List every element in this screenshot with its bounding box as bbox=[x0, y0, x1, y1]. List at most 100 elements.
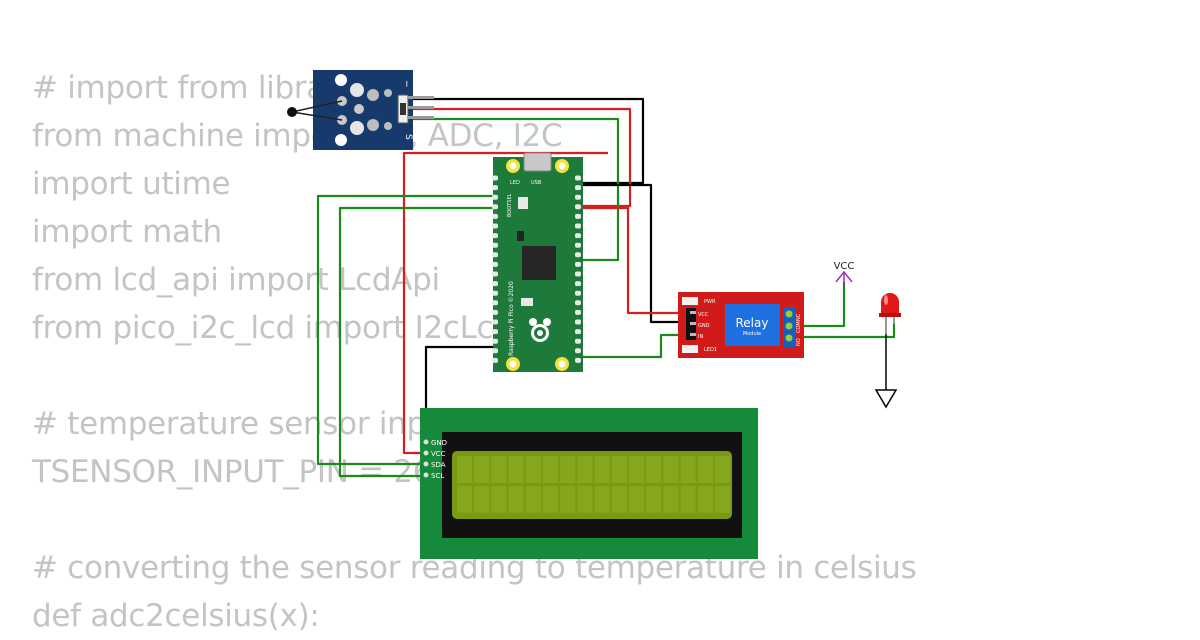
relay-contact-com: COM bbox=[796, 321, 802, 333]
ground-symbol-icon[interactable] bbox=[874, 389, 898, 409]
lcd-character-cell bbox=[697, 486, 713, 513]
red-led[interactable] bbox=[879, 293, 901, 334]
lcd-pin-scl-label: SCL bbox=[431, 472, 444, 480]
lcd-character-cell bbox=[543, 456, 558, 483]
pico-pin bbox=[575, 329, 581, 335]
lcd-character-cell bbox=[525, 456, 541, 483]
pico-pin bbox=[575, 300, 581, 306]
pico-pin bbox=[575, 204, 581, 210]
relay-body bbox=[725, 304, 780, 346]
lcd-character-cell bbox=[646, 456, 662, 483]
wire-relay-in[interactable] bbox=[578, 333, 690, 359]
code-line: from lcd_api import LcdApi bbox=[32, 262, 440, 298]
pico-pin bbox=[492, 261, 498, 267]
lcd-character-cell bbox=[646, 486, 662, 513]
wire-relay-led[interactable] bbox=[796, 322, 896, 339]
relay-contact-no: NO bbox=[796, 338, 802, 346]
pico-pin bbox=[575, 252, 581, 258]
pico-pin bbox=[492, 242, 498, 248]
relay-contact-nc: NC bbox=[796, 313, 802, 321]
lcd-character-cell bbox=[663, 456, 679, 483]
lcd-character-cell bbox=[715, 456, 730, 483]
pico-pin bbox=[492, 185, 498, 191]
pico-pin bbox=[492, 338, 498, 344]
wire-lcd-sda[interactable] bbox=[316, 194, 500, 466]
lcd-display[interactable]: GND VCC SDA SCL bbox=[420, 408, 758, 559]
raspberry-pi-pico[interactable]: LED USB BOOTSEL Raspberry Pi Pico ©2020 bbox=[492, 152, 583, 372]
pico-bootsel-label: BOOTSEL bbox=[507, 193, 513, 217]
lcd-character-cell bbox=[491, 486, 507, 513]
lcd-character-cell bbox=[508, 486, 524, 513]
lcd-character-cell bbox=[577, 486, 593, 513]
pico-pin bbox=[492, 252, 498, 258]
pico-pin bbox=[492, 271, 498, 277]
wire-sensor-signal[interactable] bbox=[408, 117, 620, 262]
wire-relay-vcc[interactable] bbox=[578, 206, 690, 315]
pico-pin bbox=[575, 242, 581, 248]
relay-led-label: LED1 bbox=[704, 347, 717, 353]
lcd-character-cell bbox=[594, 486, 610, 513]
wire-sensor-gnd[interactable] bbox=[408, 97, 645, 185]
vcc-arrow-icon bbox=[835, 270, 853, 283]
wire-relay-vcc-out[interactable] bbox=[796, 282, 846, 328]
lcd-character-cell bbox=[457, 456, 472, 483]
wire-lcd-vcc[interactable] bbox=[402, 151, 608, 455]
lcd-character-cell bbox=[543, 486, 558, 513]
wire-sensor-vcc[interactable] bbox=[408, 107, 632, 208]
temperature-sensor[interactable]: S − bbox=[287, 70, 434, 150]
relay-pin-gnd-label: GND bbox=[698, 323, 710, 329]
code-line: TSENSOR_INPUT_PIN = 26 bbox=[32, 454, 433, 490]
lcd-character-cell bbox=[508, 456, 524, 483]
pico-pin bbox=[575, 338, 581, 344]
lcd-character-cell bbox=[474, 456, 490, 483]
relay-pin-vcc-label: VCC bbox=[698, 312, 709, 318]
raspberry-logo-icon bbox=[529, 318, 551, 342]
bootsel-button[interactable] bbox=[518, 197, 528, 209]
lcd-character-cell bbox=[629, 486, 644, 513]
lcd-character-cell bbox=[611, 486, 627, 513]
pico-pin bbox=[492, 290, 498, 296]
pico-pin bbox=[492, 309, 498, 315]
rp2040-chip bbox=[522, 246, 556, 280]
pico-pin bbox=[575, 309, 581, 315]
vcc-symbol[interactable]: VCC bbox=[834, 261, 855, 286]
lcd-character-cell bbox=[560, 456, 576, 483]
pico-pin bbox=[492, 357, 498, 363]
pico-pin bbox=[575, 348, 581, 354]
lcd-character-cell bbox=[594, 456, 610, 483]
pico-pin bbox=[575, 223, 581, 229]
relay-module[interactable]: PWR LED1 VCC GND IN Relay Module NO COM … bbox=[678, 292, 804, 358]
pico-pin bbox=[575, 233, 581, 239]
pico-pin bbox=[492, 319, 498, 325]
thermistor-icon bbox=[287, 107, 297, 117]
pico-usb-label: USB bbox=[531, 180, 542, 186]
pico-pin bbox=[492, 329, 498, 335]
relay-pin-in-label: IN bbox=[698, 334, 703, 340]
pico-led-label: LED bbox=[510, 180, 520, 186]
lcd-character-grid bbox=[457, 456, 730, 513]
lcd-character-cell bbox=[474, 486, 490, 513]
lcd-character-cell bbox=[697, 456, 713, 483]
lcd-character-cell bbox=[560, 486, 576, 513]
lcd-character-cell bbox=[491, 456, 507, 483]
code-line: import utime bbox=[32, 166, 231, 202]
lcd-character-cell bbox=[525, 486, 541, 513]
wire-lcd-scl[interactable] bbox=[338, 206, 500, 478]
lcd-pin-sda-label: SDA bbox=[431, 461, 446, 469]
lcd-character-cell bbox=[680, 486, 696, 513]
lcd-character-cell bbox=[457, 486, 472, 513]
pico-pin bbox=[575, 175, 581, 181]
code-line: from pico_i2c_lcd import I2cLcd bbox=[32, 310, 513, 346]
sensor-pin-label: − bbox=[401, 80, 411, 88]
pico-pin bbox=[575, 185, 581, 191]
pico-pin bbox=[492, 348, 498, 354]
relay-subtitle: Module bbox=[743, 331, 761, 337]
lcd-character-cell bbox=[715, 486, 730, 513]
lcd-character-cell bbox=[611, 456, 627, 483]
sensor-pin-label: S bbox=[403, 134, 413, 140]
pico-pin bbox=[575, 261, 581, 267]
lcd-character-cell bbox=[680, 456, 696, 483]
wire-relay-gnd[interactable] bbox=[578, 183, 690, 324]
pico-pin bbox=[492, 194, 498, 200]
